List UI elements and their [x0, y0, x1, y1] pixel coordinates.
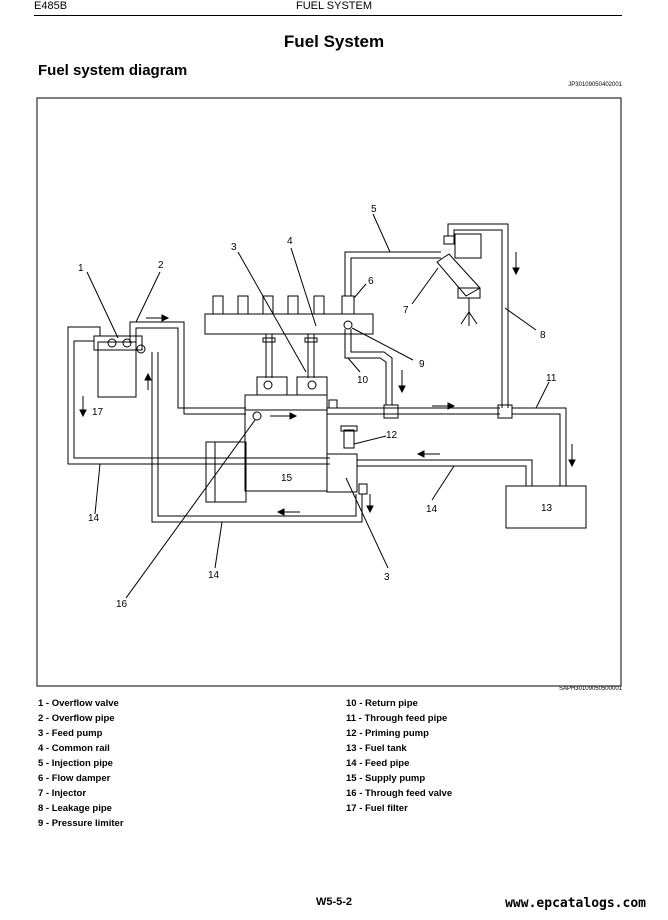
- callout-9: 9: [419, 359, 425, 370]
- legend-right: 10 - Return pipe 11 - Through feed pipe …: [346, 696, 452, 816]
- section-title: Fuel system diagram: [38, 62, 188, 79]
- legend-item: 12 - Priming pump: [346, 728, 429, 739]
- callout-14-right: 14: [426, 504, 438, 515]
- callout-14-bottom: 14: [208, 570, 220, 581]
- callout-7: 7: [403, 305, 409, 316]
- callout-1: 1: [78, 263, 84, 274]
- legend-item: 13 - Fuel tank: [346, 743, 407, 754]
- legend-item: 4 - Common rail: [38, 743, 110, 754]
- legend-item: 16 - Through feed valve: [346, 788, 453, 799]
- callout-17: 17: [92, 407, 104, 418]
- legend-item: 17 - Fuel filter: [346, 803, 408, 814]
- legend-item: 14 - Feed pipe: [346, 758, 410, 769]
- figure-code-top: JP30109050402001: [568, 82, 622, 88]
- callout-6: 6: [368, 276, 374, 287]
- header-section: FUEL SYSTEM: [296, 0, 372, 12]
- header-model: E485B: [34, 0, 68, 12]
- fuel-system-diagram: 1 2 3 4 5 6 7 8 9 10 11 12 13 14 14 14 1…: [36, 97, 622, 687]
- callout-8: 8: [540, 330, 546, 341]
- callout-16: 16: [116, 599, 128, 610]
- callout-3-lower: 3: [384, 572, 390, 583]
- legend-item: 8 - Leakage pipe: [38, 803, 112, 814]
- legend-item: 6 - Flow damper: [38, 773, 111, 784]
- callout-14-left: 14: [88, 513, 100, 524]
- legend-item: 1 - Overflow valve: [38, 698, 119, 709]
- callout-4: 4: [287, 236, 293, 247]
- legend-left: 1 - Overflow valve 2 - Overflow pipe 3 -…: [38, 696, 124, 831]
- legend-item: 5 - Injection pipe: [38, 758, 113, 769]
- callout-2: 2: [158, 260, 164, 271]
- callout-13: 13: [541, 503, 553, 514]
- legend-item: 15 - Supply pump: [346, 773, 426, 784]
- header-rule: [34, 15, 622, 16]
- legend-item: 3 - Feed pump: [38, 728, 103, 739]
- callout-11: 11: [546, 373, 557, 384]
- watermark: www.epcatalogs.com: [505, 896, 646, 911]
- callout-10: 10: [357, 375, 369, 386]
- callout-12: 12: [386, 430, 398, 441]
- page-title: Fuel System: [283, 32, 385, 51]
- callout-3: 3: [231, 242, 237, 253]
- legend-item: 10 - Return pipe: [346, 698, 418, 709]
- legend-item: 2 - Overflow pipe: [38, 713, 115, 724]
- legend-item: 9 - Pressure limiter: [38, 818, 124, 829]
- legend-item: 7 - Injector: [38, 788, 87, 799]
- page-number: W5-5-2: [315, 896, 353, 908]
- callout-5: 5: [371, 204, 377, 215]
- callout-15: 15: [281, 473, 293, 484]
- figure-code-bottom: SAPH30109050500001: [558, 686, 622, 692]
- legend-item: 11 - Through feed pipe: [346, 713, 448, 724]
